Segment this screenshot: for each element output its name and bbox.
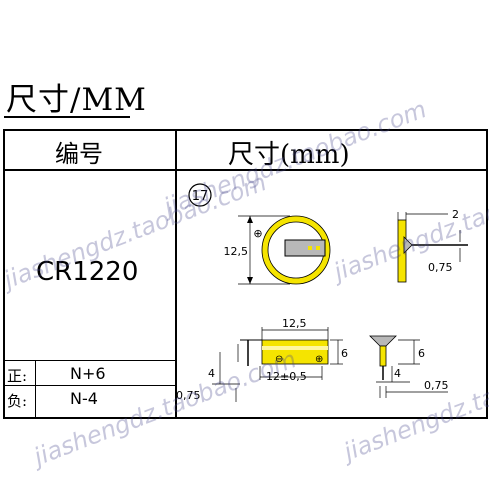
- battery-ring: [262, 216, 330, 284]
- tab-weld-dot-1: [308, 246, 312, 250]
- bottom-height-label: 6: [341, 347, 348, 360]
- drawing-number: 17: [192, 189, 209, 204]
- column-divider: [175, 129, 177, 419]
- tab-weld-dot-2: [316, 246, 320, 250]
- side-offset-label: 0,75: [428, 261, 453, 274]
- header-divider: [3, 169, 488, 171]
- bottom-thickness-label: 0,75: [176, 389, 201, 402]
- front-arrow-bottom: [247, 277, 253, 284]
- bottom-pin-label: 4: [208, 367, 215, 380]
- bottom-highlight: [262, 346, 328, 350]
- bottom-plus-sign: ⊕: [315, 354, 323, 365]
- small-thickness-label: 0,75: [424, 379, 449, 392]
- bottom-spacing-label: 12±0,5: [266, 370, 307, 383]
- model-name: CR1220: [36, 257, 139, 287]
- page-title: 尺寸/MM: [6, 82, 147, 118]
- side-thickness-label: 2: [452, 208, 459, 221]
- title-underline: [4, 116, 130, 118]
- small-side-tab: [369, 335, 397, 347]
- small-pin-label: 4: [394, 367, 401, 380]
- small-side-body: [379, 345, 387, 367]
- front-plus-sign: ⊕: [253, 227, 262, 240]
- battery-outline-outer: [261, 215, 331, 285]
- side-tab: [403, 236, 413, 254]
- row-label-divider: [35, 360, 36, 418]
- front-arrow-top: [247, 216, 253, 223]
- bottom-length-label: 12,5: [282, 317, 307, 330]
- row-divider-negative: [3, 385, 176, 386]
- positive-label: 正:: [7, 367, 28, 385]
- bottom-minus-sign: ⊖: [275, 354, 283, 365]
- negative-value: N-4: [70, 389, 98, 408]
- header-dimensions: 尺寸(mm): [228, 140, 350, 170]
- bottom-battery-body: [261, 339, 329, 365]
- front-height-label: 12,5: [224, 245, 249, 258]
- terminal-tab: [284, 239, 326, 257]
- positive-value: N+6: [70, 364, 106, 383]
- header-model-number: 编号: [55, 140, 103, 168]
- row-divider-positive: [3, 360, 176, 361]
- negative-label: 负:: [7, 392, 28, 410]
- spec-table: [3, 129, 488, 419]
- drawing-number-circle: [188, 183, 212, 207]
- small-height-label: 6: [418, 347, 425, 360]
